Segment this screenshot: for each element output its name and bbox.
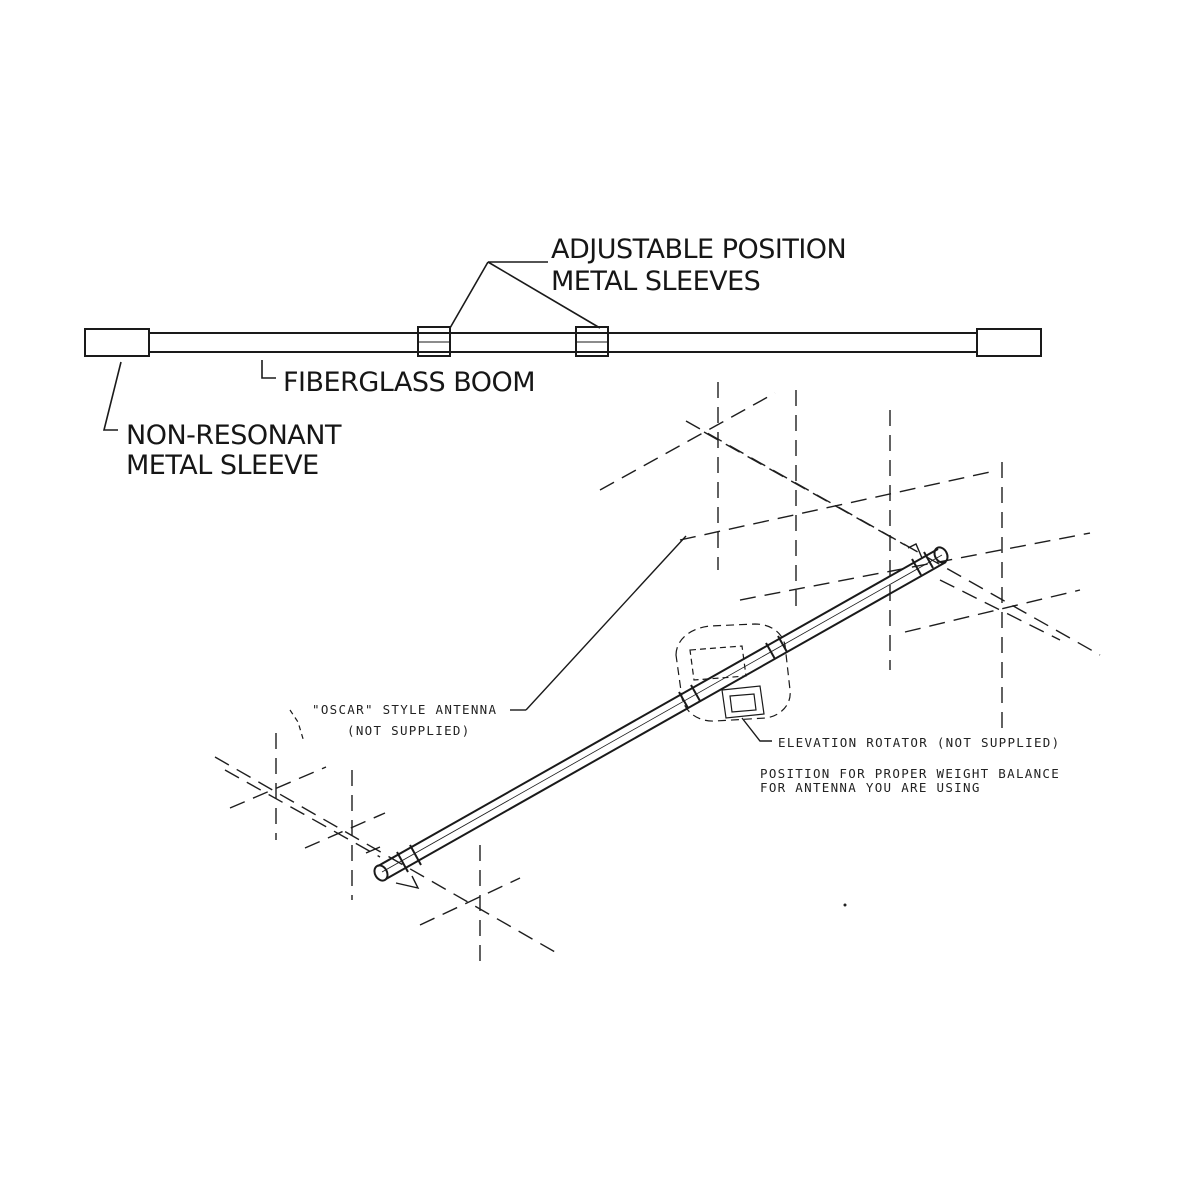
label-elevation-rotator: ELEVATION ROTATOR (NOT SUPPLIED) <box>778 735 1060 750</box>
upper-right-antenna-dashed <box>599 382 1101 735</box>
elevation-rotator <box>675 623 791 722</box>
label-adjustable-sleeves-1: ADJUSTABLE POSITION <box>551 234 846 265</box>
boom-adjustable-sleeve-1 <box>678 684 701 709</box>
left-end-sleeve <box>84 328 150 357</box>
boom-end-sleeve-left <box>396 844 422 873</box>
stray-dot <box>843 903 847 907</box>
label-non-resonant-2: METAL SLEEVE <box>126 450 319 481</box>
isometric-boom <box>365 543 949 890</box>
label-balance-note-1: POSITION FOR PROPER WEIGHT BALANCE <box>760 766 1060 781</box>
label-oscar-antenna-1: "OSCAR" STYLE ANTENNA <box>312 702 497 717</box>
label-oscar-antenna-2: (NOT SUPPLIED) <box>347 723 471 738</box>
straight-boom <box>84 326 1042 357</box>
top-leader-lines <box>102 261 601 431</box>
boom-end-sleeve-right <box>911 551 934 576</box>
label-adjustable-sleeves-2: METAL SLEEVES <box>551 266 760 297</box>
bottom-leader-lines <box>289 535 772 743</box>
label-balance-note-2: FOR ANTENNA YOU ARE USING <box>760 780 981 795</box>
right-end-sleeve <box>976 328 1042 357</box>
label-fiberglass-boom: FIBERGLASS BOOM <box>283 367 535 398</box>
label-non-resonant-1: NON-RESONANT <box>126 420 342 451</box>
lower-left-antenna-dashed <box>214 733 556 970</box>
